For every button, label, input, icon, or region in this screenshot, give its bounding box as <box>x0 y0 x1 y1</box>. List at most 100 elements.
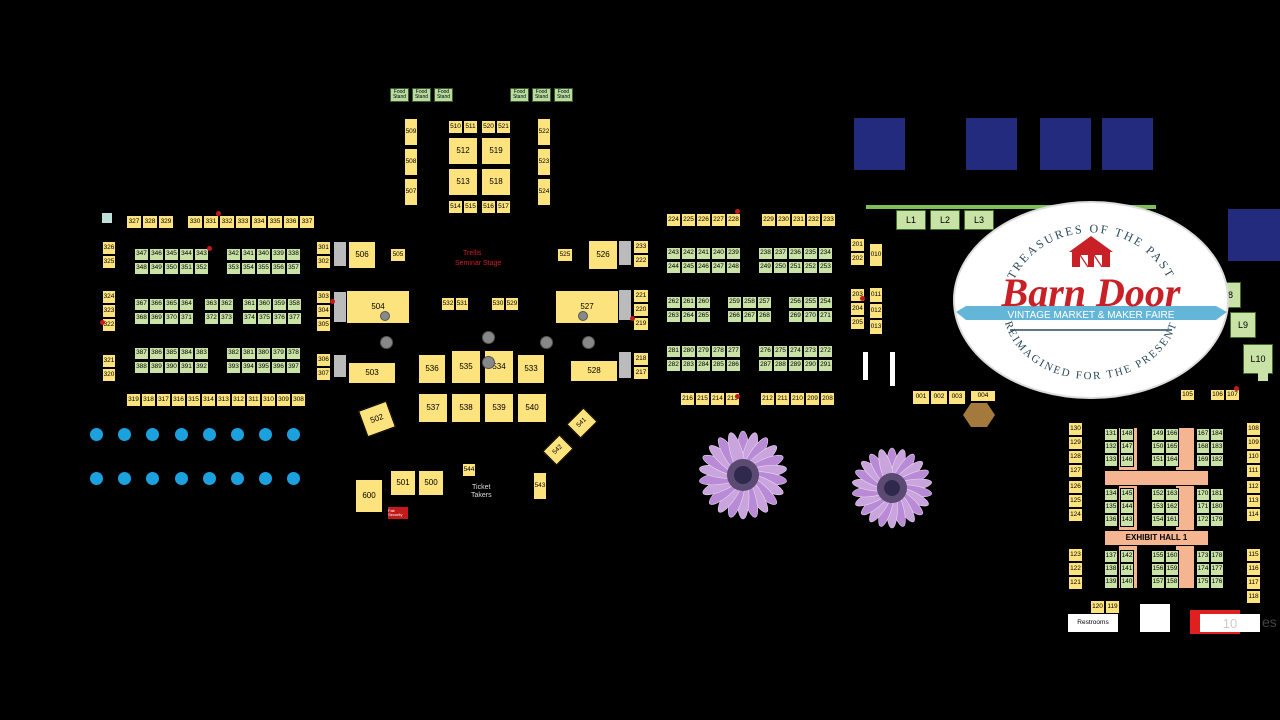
booth-150: 150 <box>1151 441 1165 454</box>
flower-decoration-2 <box>852 447 932 529</box>
booth-268: 268 <box>757 310 772 323</box>
booth-302: 302 <box>316 255 331 269</box>
hex-structure <box>963 403 995 427</box>
booth-201: 201 <box>850 238 865 252</box>
booth-210: 210 <box>790 392 805 406</box>
booth-284: 284 <box>696 359 711 372</box>
booth-332: 332 <box>219 215 235 229</box>
booth-145: 145 <box>1120 488 1134 501</box>
water-station-dot <box>174 472 188 485</box>
booth-342: 342 <box>226 248 241 261</box>
booth-253: 253 <box>818 261 833 274</box>
booth-130: 130 <box>1068 422 1083 436</box>
parking-area <box>1228 209 1280 261</box>
food-stand: Food Stand <box>412 88 431 102</box>
booth-202: 202 <box>850 252 865 266</box>
booth-390: 390 <box>164 361 179 374</box>
booth-523: 523 <box>537 148 551 176</box>
booth-260: 260 <box>696 296 711 309</box>
booth-123: 123 <box>1068 548 1083 562</box>
booth-291: 291 <box>818 359 833 372</box>
booth-217: 217 <box>633 366 649 380</box>
booth-308: 308 <box>291 393 306 407</box>
booth-600: 600 <box>355 479 383 513</box>
booth-113: 113 <box>1246 494 1261 508</box>
booth-271: 271 <box>818 310 833 323</box>
water-station-dot <box>90 472 103 485</box>
booth-249: 249 <box>758 261 773 274</box>
booth-306: 306 <box>316 353 331 367</box>
booth-321: 321 <box>102 354 116 368</box>
tent-pole <box>380 311 390 321</box>
booth-367: 367 <box>134 298 149 311</box>
ticket-takers-label: Ticket <box>472 484 491 491</box>
booth-152: 152 <box>1151 488 1165 501</box>
booth-161: 161 <box>1165 514 1179 527</box>
booth-127: 127 <box>1068 464 1083 478</box>
booth-131: 131 <box>1104 428 1118 441</box>
logo-banner: VINTAGE MARKET & MAKER FAIRE <box>1008 310 1175 321</box>
logo-title: Barn Door <box>1001 270 1181 315</box>
booth-322: 322 <box>102 318 116 332</box>
booth-529: 529 <box>505 297 519 311</box>
booth: 528 <box>570 360 618 382</box>
booth-530: 530 <box>491 297 505 311</box>
booth-177: 177 <box>1210 563 1224 576</box>
booth-348: 348 <box>134 262 149 275</box>
booth-520: 520 <box>481 120 496 134</box>
booth-180: 180 <box>1210 501 1224 514</box>
booth-355: 355 <box>256 262 271 275</box>
booth-371: 371 <box>179 312 194 325</box>
booth-003: 003 <box>948 390 966 405</box>
booth-352: 352 <box>194 262 209 275</box>
booth-333: 333 <box>235 215 251 229</box>
booth-263: 263 <box>666 310 681 323</box>
booth-176: 176 <box>1210 576 1224 589</box>
water-station-dot <box>287 472 301 485</box>
water-station-dot <box>146 472 160 485</box>
barn-icon <box>1069 236 1113 268</box>
booth-276: 276 <box>758 345 773 358</box>
booth-392: 392 <box>194 361 209 374</box>
booth-320: 320 <box>102 368 116 382</box>
booth-532: 532 <box>441 297 455 311</box>
booth-359: 359 <box>272 298 287 311</box>
booth-273: 273 <box>803 345 818 358</box>
booth-204: 204 <box>850 302 865 316</box>
booth: 540 <box>517 393 547 423</box>
marker-dot <box>100 320 105 325</box>
booth-303: 303 <box>316 290 331 304</box>
booth-323: 323 <box>102 304 116 318</box>
booth-500: 500 <box>418 470 444 496</box>
booth-318: 318 <box>141 393 156 407</box>
booth-163: 163 <box>1165 488 1179 501</box>
parking-area <box>966 118 1017 170</box>
booth-175: 175 <box>1196 576 1210 589</box>
booth-314: 314 <box>201 393 216 407</box>
marker-dot <box>860 296 865 301</box>
marker-dot <box>207 246 212 251</box>
booth-365: 365 <box>164 298 179 311</box>
booth-313: 313 <box>216 393 231 407</box>
booth-250: 250 <box>773 261 788 274</box>
booth-234: 234 <box>818 247 833 260</box>
booth-121: 121 <box>1068 576 1083 590</box>
booth-277: 277 <box>726 345 741 358</box>
booth-389: 389 <box>149 361 164 374</box>
booth: 010 <box>869 243 883 267</box>
booth-106: 106 <box>1210 389 1225 401</box>
booth-334: 334 <box>251 215 267 229</box>
booth-153: 153 <box>1151 501 1165 514</box>
booth-183: 183 <box>1210 441 1224 454</box>
booth-289: 289 <box>788 359 803 372</box>
booth-212: 212 <box>760 392 775 406</box>
booth-369: 369 <box>149 312 164 325</box>
booth-146: 146 <box>1120 454 1134 467</box>
booth-385: 385 <box>164 347 179 360</box>
fair-security: Fair Security <box>388 507 408 519</box>
exhibit-hall-aisle <box>1104 470 1209 486</box>
booth-147: 147 <box>1120 441 1134 454</box>
booth-510: 510 <box>448 120 463 134</box>
booth-246: 246 <box>696 261 711 274</box>
booth-126: 126 <box>1068 480 1083 494</box>
